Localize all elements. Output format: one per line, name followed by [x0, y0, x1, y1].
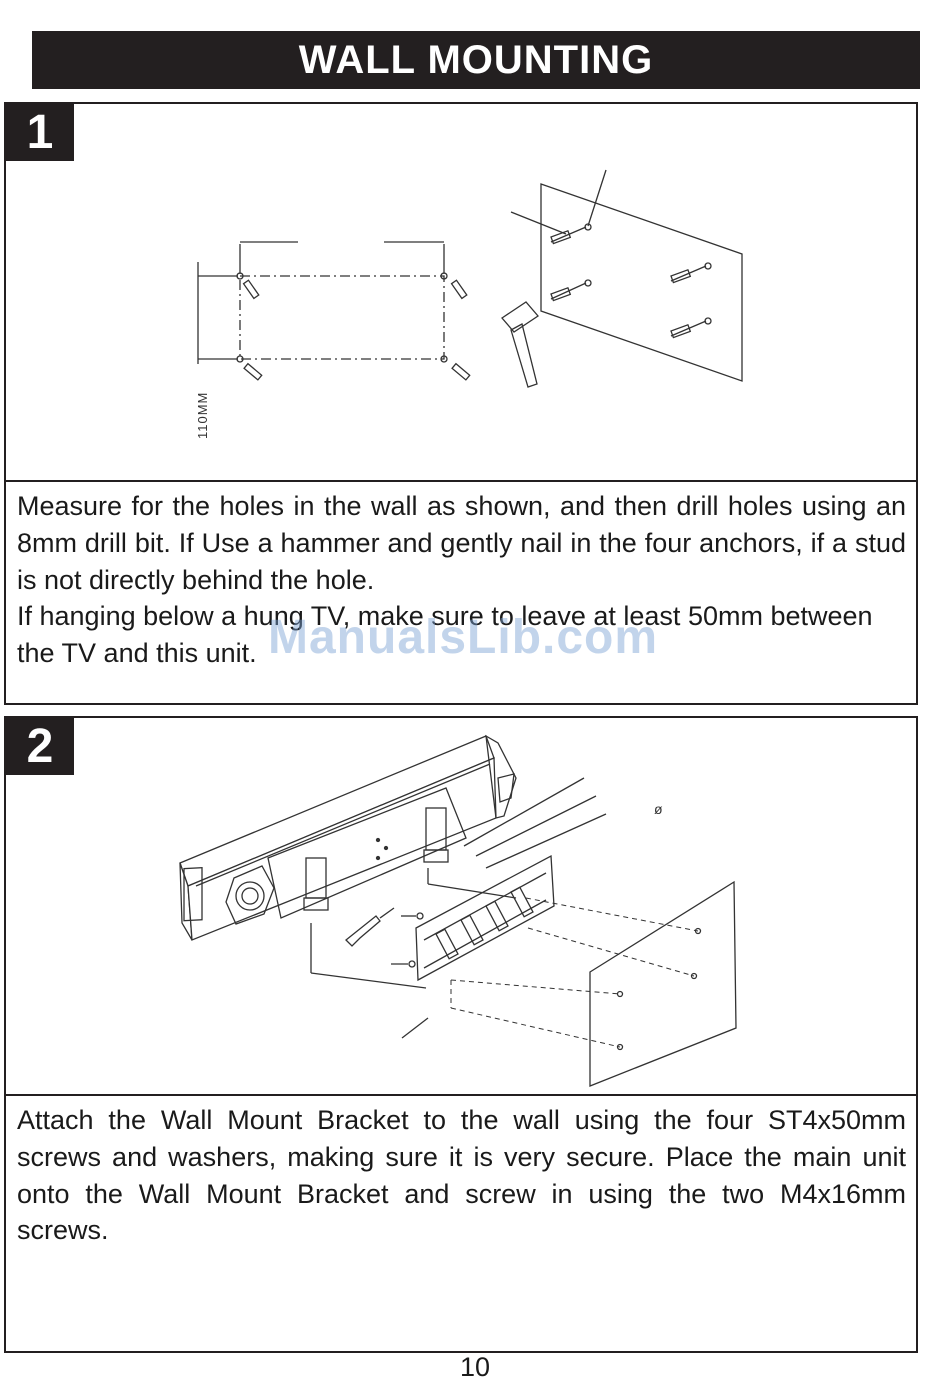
page-title-bar: WALL MOUNTING	[32, 31, 920, 89]
step-2-diagram: ø	[6, 718, 916, 1094]
manualslib-watermark: ManualsLib.com	[268, 611, 659, 664]
step-1-panel: 110MM 1 Measure for the holes in the wal…	[4, 102, 918, 705]
step-2-badge: 2	[6, 718, 74, 775]
step-2-instructions: Attach the Wall Mount Bracket to the wal…	[6, 1094, 916, 1351]
step-1-diagram: 110MM	[6, 104, 916, 480]
step-1-badge: 1	[6, 104, 74, 161]
step-1-instructions: Measure for the holes in the wall as sho…	[6, 480, 916, 703]
step-1-paragraph-1: Measure for the holes in the wall as sho…	[17, 491, 906, 595]
step-1-paragraph-2: If hanging below a hung TV, make sure to…	[17, 601, 873, 669]
page-number: 10	[459, 1352, 491, 1382]
diameter-symbol: ø	[654, 801, 663, 817]
step-2-diagram-drawing: ø	[179, 734, 737, 1087]
dimension-label-110mm: 110MM	[195, 392, 210, 439]
step-1-diagram-drawing: 110MM	[195, 169, 743, 439]
step-2-panel: ø 2 Attach the Wall Mount Bracket to the…	[4, 716, 918, 1353]
step-2-paragraph: Attach the Wall Mount Bracket to the wal…	[17, 1105, 906, 1246]
page-title: WALL MOUNTING	[298, 37, 654, 82]
